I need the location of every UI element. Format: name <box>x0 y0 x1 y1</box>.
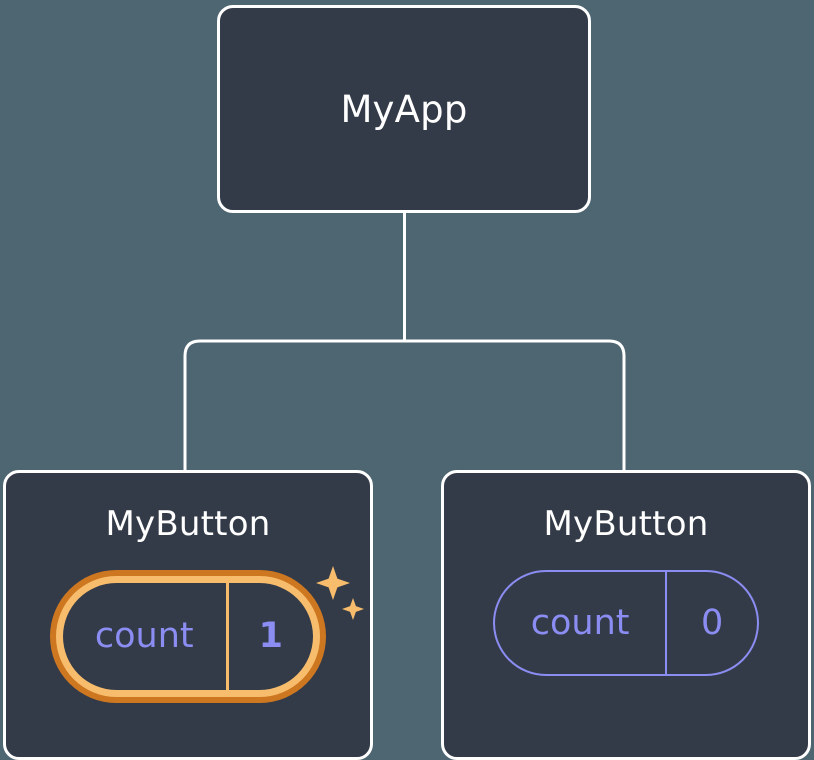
state-pill-body: count 1 <box>63 583 313 690</box>
state-pill-highlighted[interactable]: count 1 <box>50 570 326 703</box>
state-pill-plain[interactable]: count 0 <box>493 570 759 676</box>
node-mybutton-right[interactable]: MyButton count 0 <box>441 470 811 760</box>
state-pill-label: count <box>495 572 668 674</box>
state-pill-wrapper-left: count 1 <box>50 566 364 703</box>
state-pill-label: count <box>63 583 229 690</box>
node-mybutton-left[interactable]: MyButton count 1 <box>3 470 373 760</box>
state-pill-value: 1 <box>258 616 283 656</box>
component-tree-diagram: MyApp MyButton count 1 MyButton <box>3 5 811 760</box>
state-pill-wrapper-right: count 0 <box>493 570 759 676</box>
node-myapp[interactable]: MyApp <box>217 5 591 213</box>
node-title-mybutton-left: MyButton <box>105 504 271 544</box>
node-title-mybutton-right: MyButton <box>543 504 709 544</box>
state-pill-value: 0 <box>701 602 724 643</box>
state-pill-ring-inner: count 1 <box>56 576 320 697</box>
connector-branch-bar <box>183 339 626 470</box>
node-title-myapp: MyApp <box>340 87 468 131</box>
